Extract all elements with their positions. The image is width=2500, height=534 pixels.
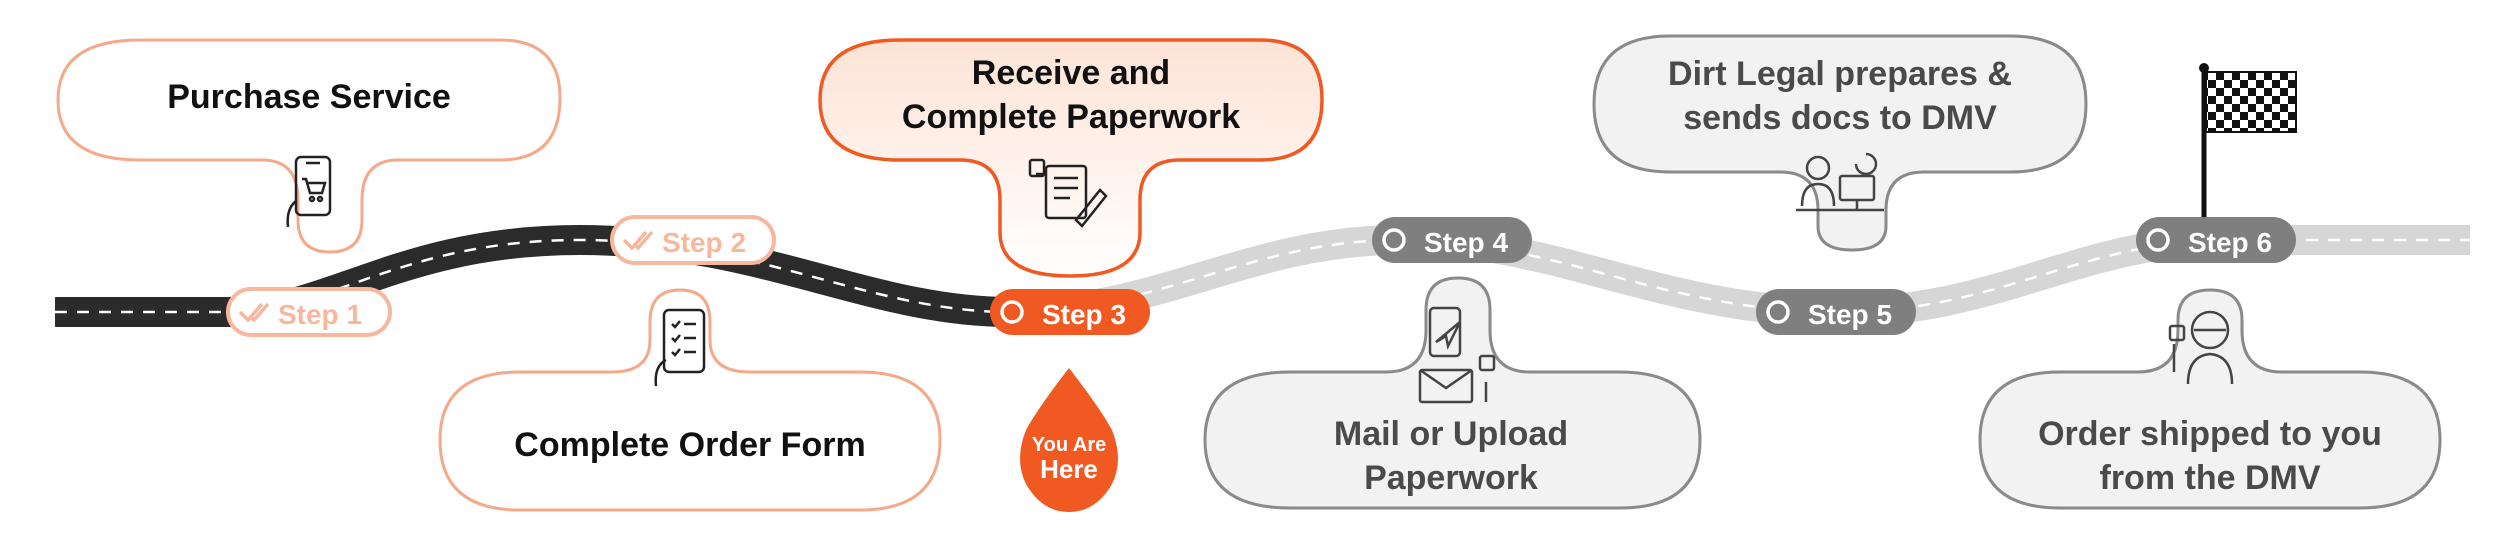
step-4-bubble: Mail or Upload Paperwork bbox=[1203, 276, 1702, 510]
step-6-title-line-1: Order shipped to you bbox=[2038, 415, 2382, 453]
paperwork-sign-icon bbox=[1028, 158, 1108, 228]
step-5-bubble: Dirt Legal prepares & sends docs to DMV bbox=[1592, 34, 2088, 252]
step-6-label: Step 6 bbox=[2188, 227, 2272, 258]
step-6-pill: Step 6 bbox=[2136, 217, 2296, 263]
step-5-pill: Step 5 bbox=[1756, 289, 1916, 335]
step-2-label: Step 2 bbox=[662, 227, 746, 258]
road-upcoming bbox=[1009, 224, 2470, 328]
double-check-icon bbox=[238, 302, 270, 323]
you-are-here-line-2: Here bbox=[1040, 454, 1098, 484]
step-4-label: Step 4 bbox=[1424, 227, 1508, 258]
double-check-icon bbox=[622, 230, 654, 251]
step-3-title-line-2: Complete Paperwork bbox=[902, 98, 1240, 136]
checkered-flag-icon bbox=[2199, 63, 2297, 238]
step-4-title-line-2: Paperwork bbox=[1364, 459, 1538, 497]
phone-checklist-icon bbox=[654, 308, 706, 387]
circle-icon bbox=[1382, 228, 1406, 252]
step-6-title-line-2: from the DMV bbox=[2100, 459, 2321, 497]
circle-icon bbox=[1000, 300, 1024, 324]
mail-upload-icon bbox=[1418, 306, 1496, 404]
step-4-title-line-1: Mail or Upload bbox=[1334, 415, 1568, 453]
step-2-pill: Step 2 bbox=[610, 215, 776, 265]
step-1-pill: Step 1 bbox=[226, 287, 392, 337]
step-2-bubble: Complete Order Form bbox=[438, 288, 942, 512]
step-2-title: Complete Order Form bbox=[514, 426, 865, 464]
rider-helmet-icon bbox=[2168, 310, 2234, 385]
road-completed bbox=[55, 224, 1011, 327]
circle-icon bbox=[1766, 300, 1790, 324]
step-1-label: Step 1 bbox=[278, 299, 362, 330]
agent-computer-icon bbox=[1796, 152, 1884, 212]
step-1-title: Purchase Service bbox=[167, 78, 451, 116]
step-5-title-line-1: Dirt Legal prepares & bbox=[1668, 55, 2012, 93]
circle-icon bbox=[2146, 228, 2170, 252]
you-are-here-marker: You Are Here bbox=[1020, 368, 1118, 512]
step-5-label: Step 5 bbox=[1808, 299, 1892, 330]
step-3-bubble: Receive and Complete Paperwork bbox=[818, 38, 1324, 278]
step-1-bubble: Purchase Service bbox=[56, 38, 562, 254]
step-6-bubble: Order shipped to you from the DMV bbox=[1978, 288, 2442, 510]
step-5-title-line-2: sends docs to DMV bbox=[1683, 99, 1997, 137]
step-3-pill: Step 3 bbox=[990, 289, 1150, 335]
step-3-label: Step 3 bbox=[1042, 299, 1126, 330]
step-3-title-line-1: Receive and bbox=[972, 54, 1170, 92]
step-4-pill: Step 4 bbox=[1372, 217, 1532, 263]
you-are-here-line-1: You Are bbox=[1032, 434, 1106, 456]
phone-cart-icon bbox=[286, 155, 332, 228]
